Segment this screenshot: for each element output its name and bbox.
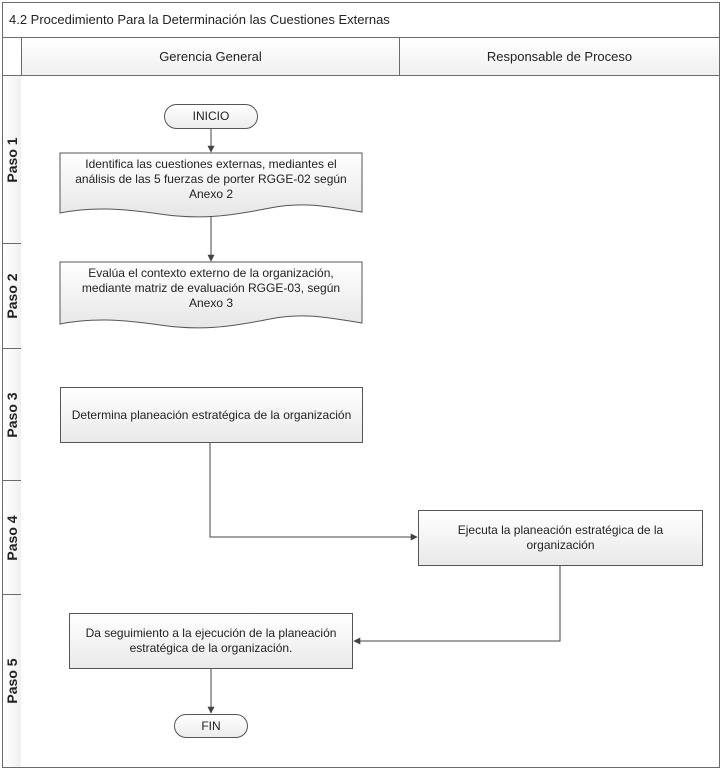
cell-p1-responsable	[399, 76, 720, 244]
execute-process-box: Ejecuta la planeación estratégica de la …	[418, 510, 703, 566]
cell-p3-responsable	[399, 348, 720, 481]
end-terminal: FIN	[174, 714, 248, 738]
follow-up-process-box: Da seguimiento a la ejecución de la plan…	[69, 613, 353, 669]
cell-p2-responsable	[399, 243, 720, 349]
lane-header-responsable-proceso: Responsable de Proceso	[399, 38, 720, 76]
evaluate-step-text: Evalúa el contexto externo de la organiz…	[81, 266, 341, 310]
arrow-plan-to-execute	[209, 443, 418, 541]
lane-header-gerencia-general: Gerencia General	[21, 38, 400, 76]
start-terminal: INICIO	[164, 104, 258, 129]
document-shape-identify	[59, 152, 363, 218]
document-shape-evaluate	[59, 261, 363, 329]
arrow-execute-to-follow	[353, 566, 561, 645]
identify-step-text: Identifica las cuestiones externas, medi…	[75, 157, 347, 201]
diagram-title: 4.2 Procedimiento Para la Determinación …	[2, 2, 720, 38]
plan-process-box: Determina planeación estratégica de la o…	[60, 387, 363, 443]
